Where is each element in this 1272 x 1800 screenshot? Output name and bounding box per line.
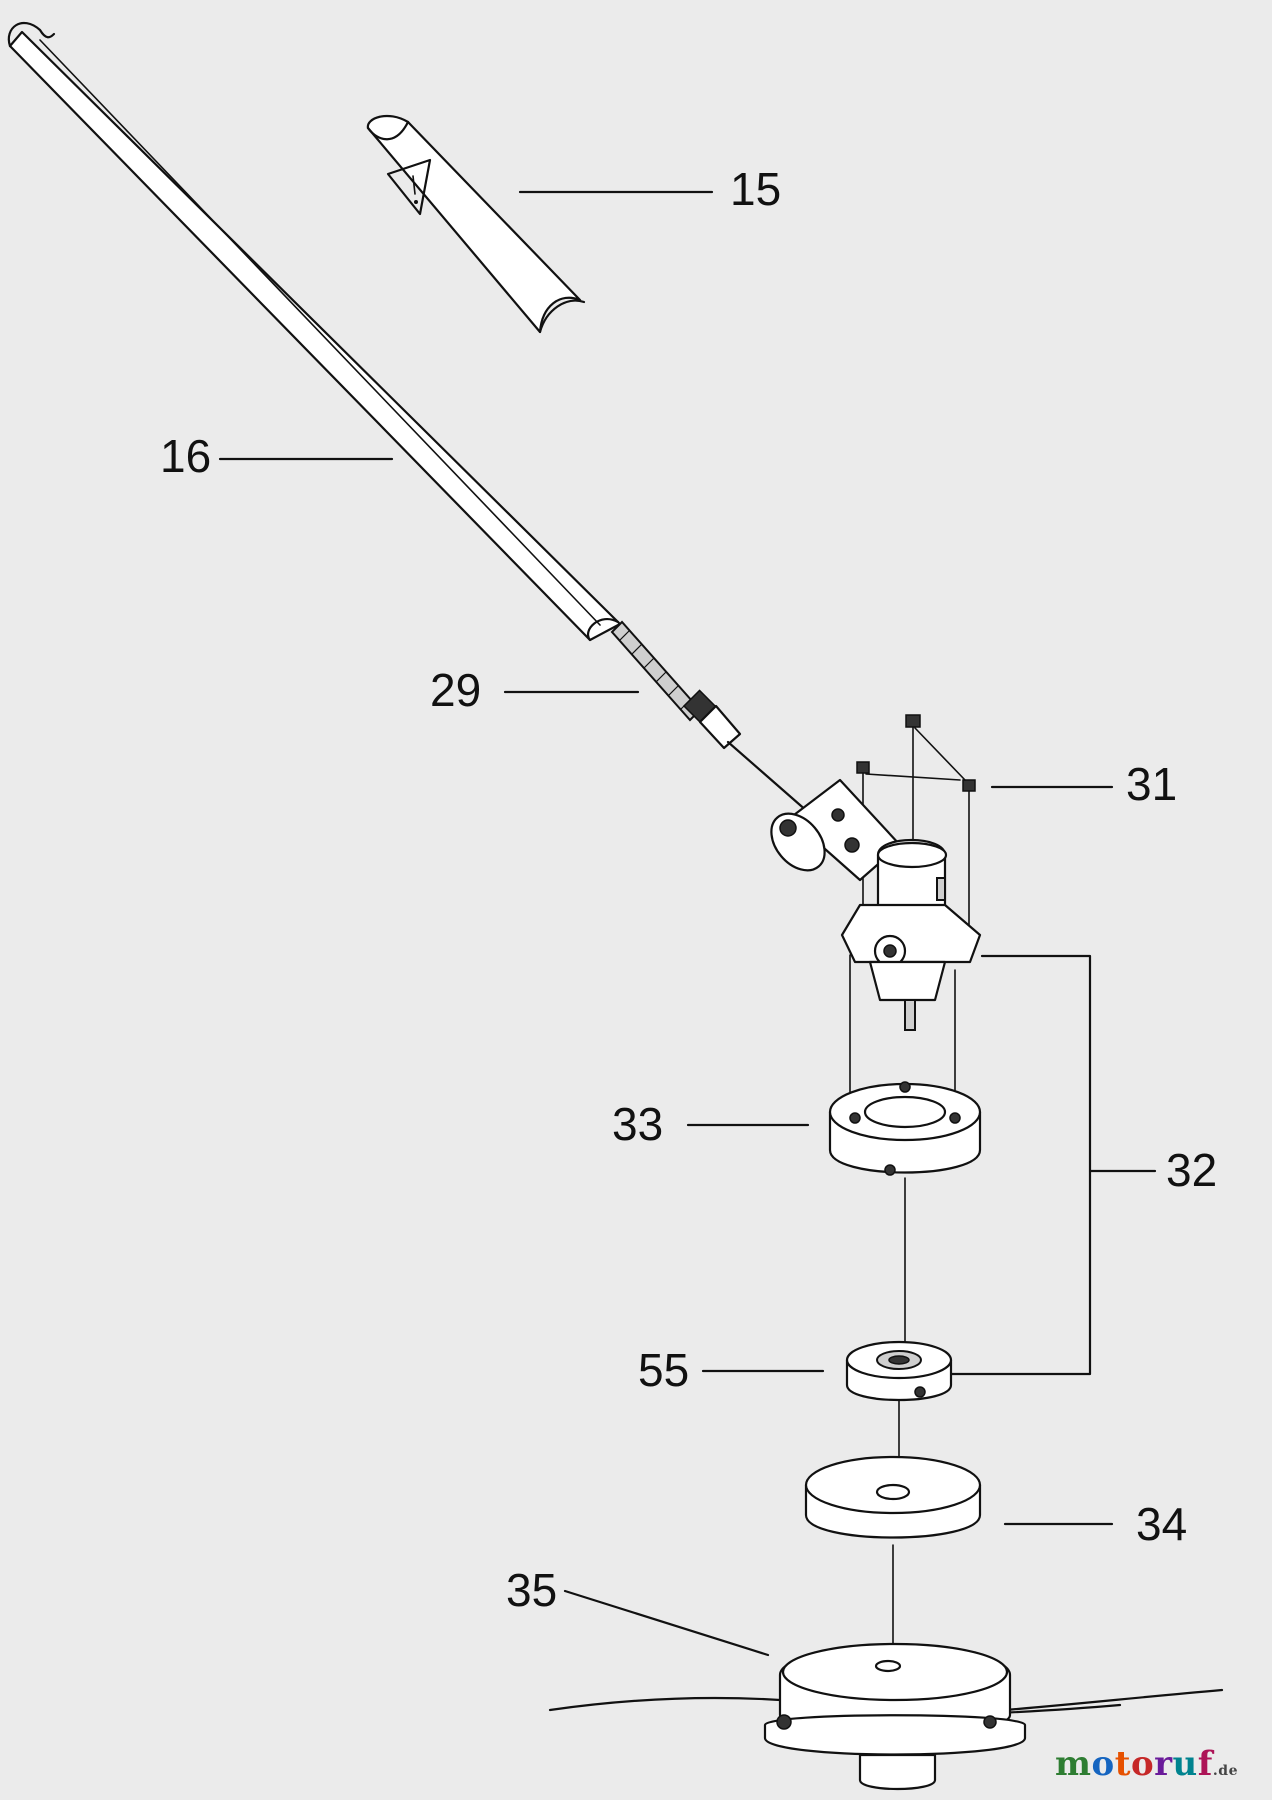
watermark-letter: m: [1055, 1744, 1092, 1784]
leader-lines: [218, 190, 1157, 1657]
drive-cable: [610, 620, 810, 814]
callout-15: 15: [730, 163, 781, 215]
watermark-letter: o: [1091, 1744, 1115, 1784]
bearing-housing: [828, 1081, 982, 1346]
cup-washer: [804, 1455, 982, 1651]
callout-numbers: 15 16 29 31 32 33 55 34 35: [160, 163, 1217, 1616]
callout-32: 32: [1166, 1144, 1217, 1196]
gearbox-assembly: [770, 778, 982, 1096]
watermark-letter: f: [1197, 1744, 1213, 1784]
trimmer-head: [548, 1642, 1224, 1791]
watermark-letter: r: [1154, 1744, 1173, 1784]
watermark-logo: motoruf.de: [1055, 1744, 1238, 1784]
watermark-letter: t: [1114, 1744, 1131, 1784]
callout-34: 34: [1136, 1498, 1187, 1550]
watermark-suffix: .de: [1212, 1763, 1238, 1779]
warning-decal: [366, 114, 586, 334]
callout-33: 33: [612, 1098, 663, 1150]
callout-35: 35: [506, 1564, 557, 1616]
callout-16: 16: [160, 430, 211, 482]
callout-55: 55: [638, 1344, 689, 1396]
callout-31: 31: [1126, 758, 1177, 810]
callout-29: 29: [430, 664, 481, 716]
watermark-letter: u: [1172, 1744, 1198, 1784]
watermark-letter: o: [1130, 1744, 1155, 1784]
shaft-tube: [7, 21, 622, 642]
warning-triangle-icon: [386, 158, 432, 216]
watermark-text: motoruf: [1055, 1744, 1213, 1784]
bearing: [845, 1340, 953, 1461]
